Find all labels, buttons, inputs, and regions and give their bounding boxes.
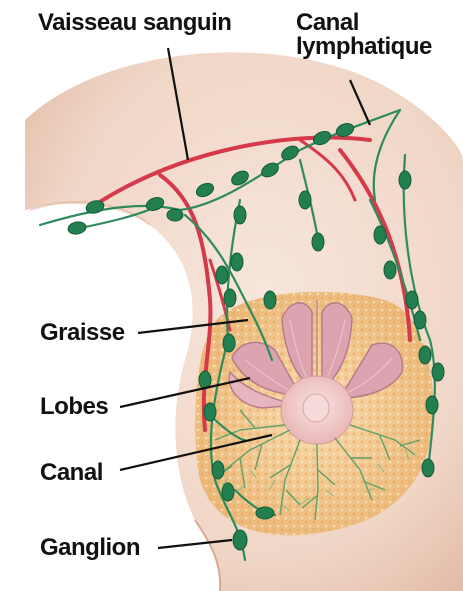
lymph-node <box>67 221 87 236</box>
lymph-node <box>212 461 224 479</box>
lymph-node <box>399 171 411 189</box>
lymph-node <box>419 346 431 364</box>
label-lobes-text: Lobes <box>40 394 108 420</box>
label-fat-text: Graisse <box>40 320 125 346</box>
lymph-node <box>216 266 228 284</box>
nipple <box>303 394 329 422</box>
label-lobes: Lobes <box>40 394 108 420</box>
label-fat: Graisse <box>40 320 125 346</box>
label-blood-vessel: Vaisseau sanguin <box>38 10 231 36</box>
lymph-node <box>264 291 276 309</box>
lymph-node <box>256 507 274 519</box>
lymph-node <box>432 363 444 381</box>
label-lymph-channel-line2: lymphatique <box>296 34 432 60</box>
lymph-node <box>233 530 247 550</box>
lymph-node <box>406 291 418 309</box>
lymph-node <box>224 289 236 307</box>
label-duct-text: Canal <box>40 460 103 486</box>
lymph-node <box>167 209 183 221</box>
lymph-node <box>422 459 434 477</box>
lymph-node <box>374 226 386 244</box>
label-duct: Canal <box>40 460 103 486</box>
label-lymph-channel: Canal lymphatique <box>296 10 432 60</box>
lymph-node <box>299 191 311 209</box>
lymph-node <box>231 253 243 271</box>
label-lymph-node: Ganglion <box>40 535 140 561</box>
lymph-node <box>204 403 216 421</box>
lymph-node <box>312 233 324 251</box>
lymph-node <box>426 396 438 414</box>
label-lymph-node-text: Ganglion <box>40 535 140 561</box>
lymph-node <box>223 334 235 352</box>
lymph-node <box>384 261 396 279</box>
label-blood-vessel-text: Vaisseau sanguin <box>38 10 231 36</box>
lymph-node <box>414 311 426 329</box>
lymph-node <box>222 483 234 501</box>
lymph-node <box>234 206 246 224</box>
